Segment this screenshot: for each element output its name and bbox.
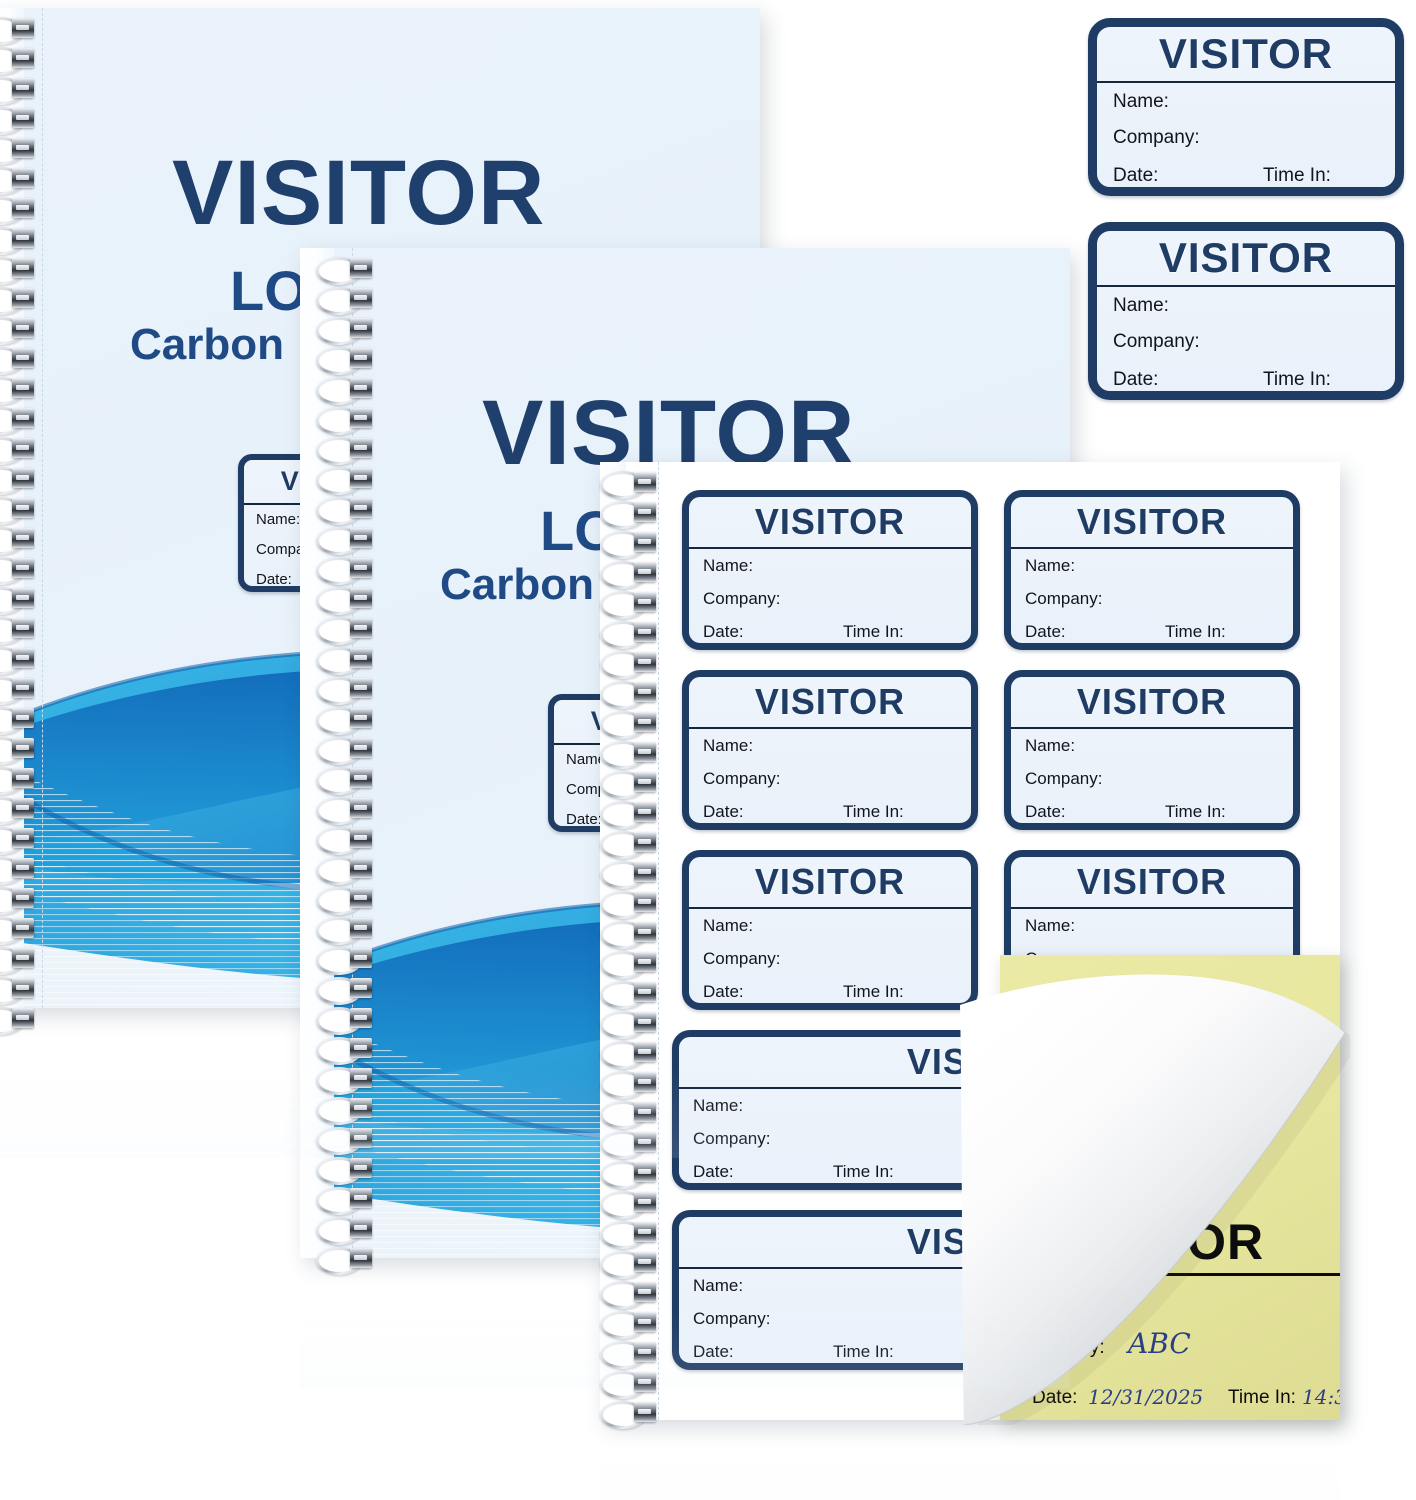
carbon-upper-rule (1245, 1043, 1335, 1046)
badge-body: Name: Company: Date: Time In: (1097, 287, 1395, 391)
badge-header: VISITOR (689, 677, 971, 729)
standalone-badge-2[interactable]: VISITOR Name: Company: Date: Time In: (1088, 222, 1404, 400)
notebook-middle-spine-strip (300, 248, 334, 1258)
badge-title: VISITOR (1076, 860, 1228, 902)
badge-time-label: Time In: (1263, 165, 1331, 187)
badge-body: Name: Company: Date: Time In: (679, 1269, 1285, 1363)
badge-name-label: Name: (1113, 91, 1169, 113)
badge-name-label: Name: (1113, 295, 1169, 317)
badge-header: VISITOR (1011, 857, 1293, 909)
badge-name-label: Name: (566, 750, 611, 768)
badge-date-label: Date: (703, 981, 744, 1001)
badge-date-label: Date: (256, 570, 292, 588)
notebook-back-perforation (42, 8, 44, 1008)
badge-title: VISITOR (1076, 500, 1228, 542)
badge-company-label: Company: (693, 1308, 771, 1328)
cover-title-back: VISITOR (172, 142, 546, 244)
badge-company-label: Company: (1025, 768, 1103, 788)
badge-date-label: Date: (693, 1161, 734, 1181)
badge-date-label: Date: (693, 1341, 734, 1361)
carbon-time-value: 14:30 (1302, 1385, 1340, 1409)
badge-time-label: Time In: (843, 981, 904, 1001)
badge-time-label: Time In: (843, 621, 904, 641)
badge-time-label: Time In: (1165, 801, 1226, 821)
carbon-name-value: John (1058, 1277, 1123, 1310)
badge-name-label: Name: (703, 915, 754, 935)
carbon-name-label: Name: (1000, 1285, 1050, 1306)
badge-time-label: Time In: (1165, 621, 1226, 641)
badge-date-label: Date: (703, 801, 744, 821)
badge-header: VISITOR (1011, 677, 1293, 729)
badge-body: Name: Company: Date: Time In: (1097, 83, 1395, 187)
badge-title: VISITOR (1158, 234, 1334, 282)
carbon-company-label: Company: (1018, 1337, 1105, 1358)
badge-company-label: Company: (703, 588, 781, 608)
badge-body: Name: Company: Date: Time In: (1011, 729, 1293, 823)
reflection-front-sheet (600, 1420, 1340, 1500)
badge-title: VISITOR (754, 500, 906, 542)
badge-time-label: Time In: (833, 1161, 894, 1181)
badge-r2c2[interactable]: VISITOR Name: Company: Date: Time In: (1004, 670, 1300, 830)
badge-time-label: Time In: (833, 1341, 894, 1361)
badge-title: VISITOR (754, 860, 906, 902)
badge-company-label: Company: (1025, 588, 1103, 608)
badge-company-label: Company: (703, 768, 781, 788)
badge-body: Name: Company: Date: Time In: (689, 909, 971, 1003)
badge-header: VISITOR (1011, 497, 1293, 549)
badge-r1c1[interactable]: VISITOR Name: Company: Date: Time In: (682, 490, 978, 650)
standalone-badge-1[interactable]: VISITOR Name: Company: Date: Time In: (1088, 18, 1404, 196)
notebook-back-spine-strip (0, 8, 24, 1008)
badge-name-label: Name: (693, 1095, 744, 1115)
badge-time-label: Time In: (1263, 369, 1331, 391)
badge-body: Name: Company: Date: Time In: (1011, 549, 1293, 643)
badge-date-label: Date: (1113, 369, 1159, 391)
badge-date-label: Date: (1113, 165, 1159, 187)
badge-header: VISITOR (689, 857, 971, 909)
badge-r3c1[interactable]: VISITOR Name: Company: Date: Time In: (682, 850, 978, 1010)
badge-header: VISITOR (1097, 27, 1395, 84)
carbon-title: VISITOR (1058, 1214, 1265, 1270)
badge-header: VISITOR (1097, 231, 1395, 288)
badge-date-label: Date: (566, 810, 602, 828)
carbon-title-rule (1000, 1273, 1340, 1276)
badge-title: VISITOR (754, 680, 906, 722)
badge-date-label: Date: (1025, 621, 1066, 641)
cover-line3-back: Carbon (130, 320, 284, 369)
badge-name-label: Name: (703, 735, 754, 755)
badge-r1c2[interactable]: VISITOR Name: Company: Date: Time In: (1004, 490, 1300, 650)
badge-date-label: Date: (1025, 801, 1066, 821)
spiral-coil (0, 1004, 38, 1034)
badge-title: VISITOR (1158, 30, 1334, 78)
carbon-copy-sheet[interactable]: VISITOR Name: John Company: ABC Date: 12… (1000, 955, 1340, 1420)
notebook-front-spine-strip (600, 462, 626, 1420)
carbon-upper-time-label: n: (1205, 1127, 1220, 1146)
badge-body: Name: Company: Date: Time In: (689, 549, 971, 643)
notebook-front-perforation (658, 462, 660, 1420)
notebook-middle-perforation (352, 248, 354, 1258)
carbon-date-label: Date: (1032, 1387, 1078, 1408)
badge-name-label: Name: (693, 1275, 744, 1295)
badge-body: Name: Company: Date: Time In: (689, 729, 971, 823)
badge-company-label: Company: (703, 948, 781, 968)
badge-r2c1[interactable]: VISITOR Name: Company: Date: Time In: (682, 670, 978, 830)
badge-time-label: Time In: (843, 801, 904, 821)
carbon-date-value: 12/31/2025 (1088, 1385, 1204, 1409)
cover-line3-middle: Carbon (440, 560, 594, 609)
badge-name-label: Name: (1025, 735, 1076, 755)
carbon-company-value: ABC (1128, 1327, 1191, 1360)
badge-title: VISITOR (1076, 680, 1228, 722)
badge-company-label: Company: (1113, 331, 1200, 353)
carbon-time-label: Time In: (1228, 1387, 1296, 1408)
badge-name-label: Name: (1025, 555, 1076, 575)
badge-company-label: Company: (693, 1128, 771, 1148)
badge-name-label: Name: (1025, 915, 1076, 935)
badge-date-label: Date: (703, 621, 744, 641)
badge-name-label: Name: (703, 555, 754, 575)
badge-company-label: Company: (1113, 127, 1200, 149)
badge-name-label: Name: (256, 510, 301, 528)
badge-header: VISITOR (689, 497, 971, 549)
badge-body: Name: Company: Date: Time In: (679, 1089, 1285, 1183)
